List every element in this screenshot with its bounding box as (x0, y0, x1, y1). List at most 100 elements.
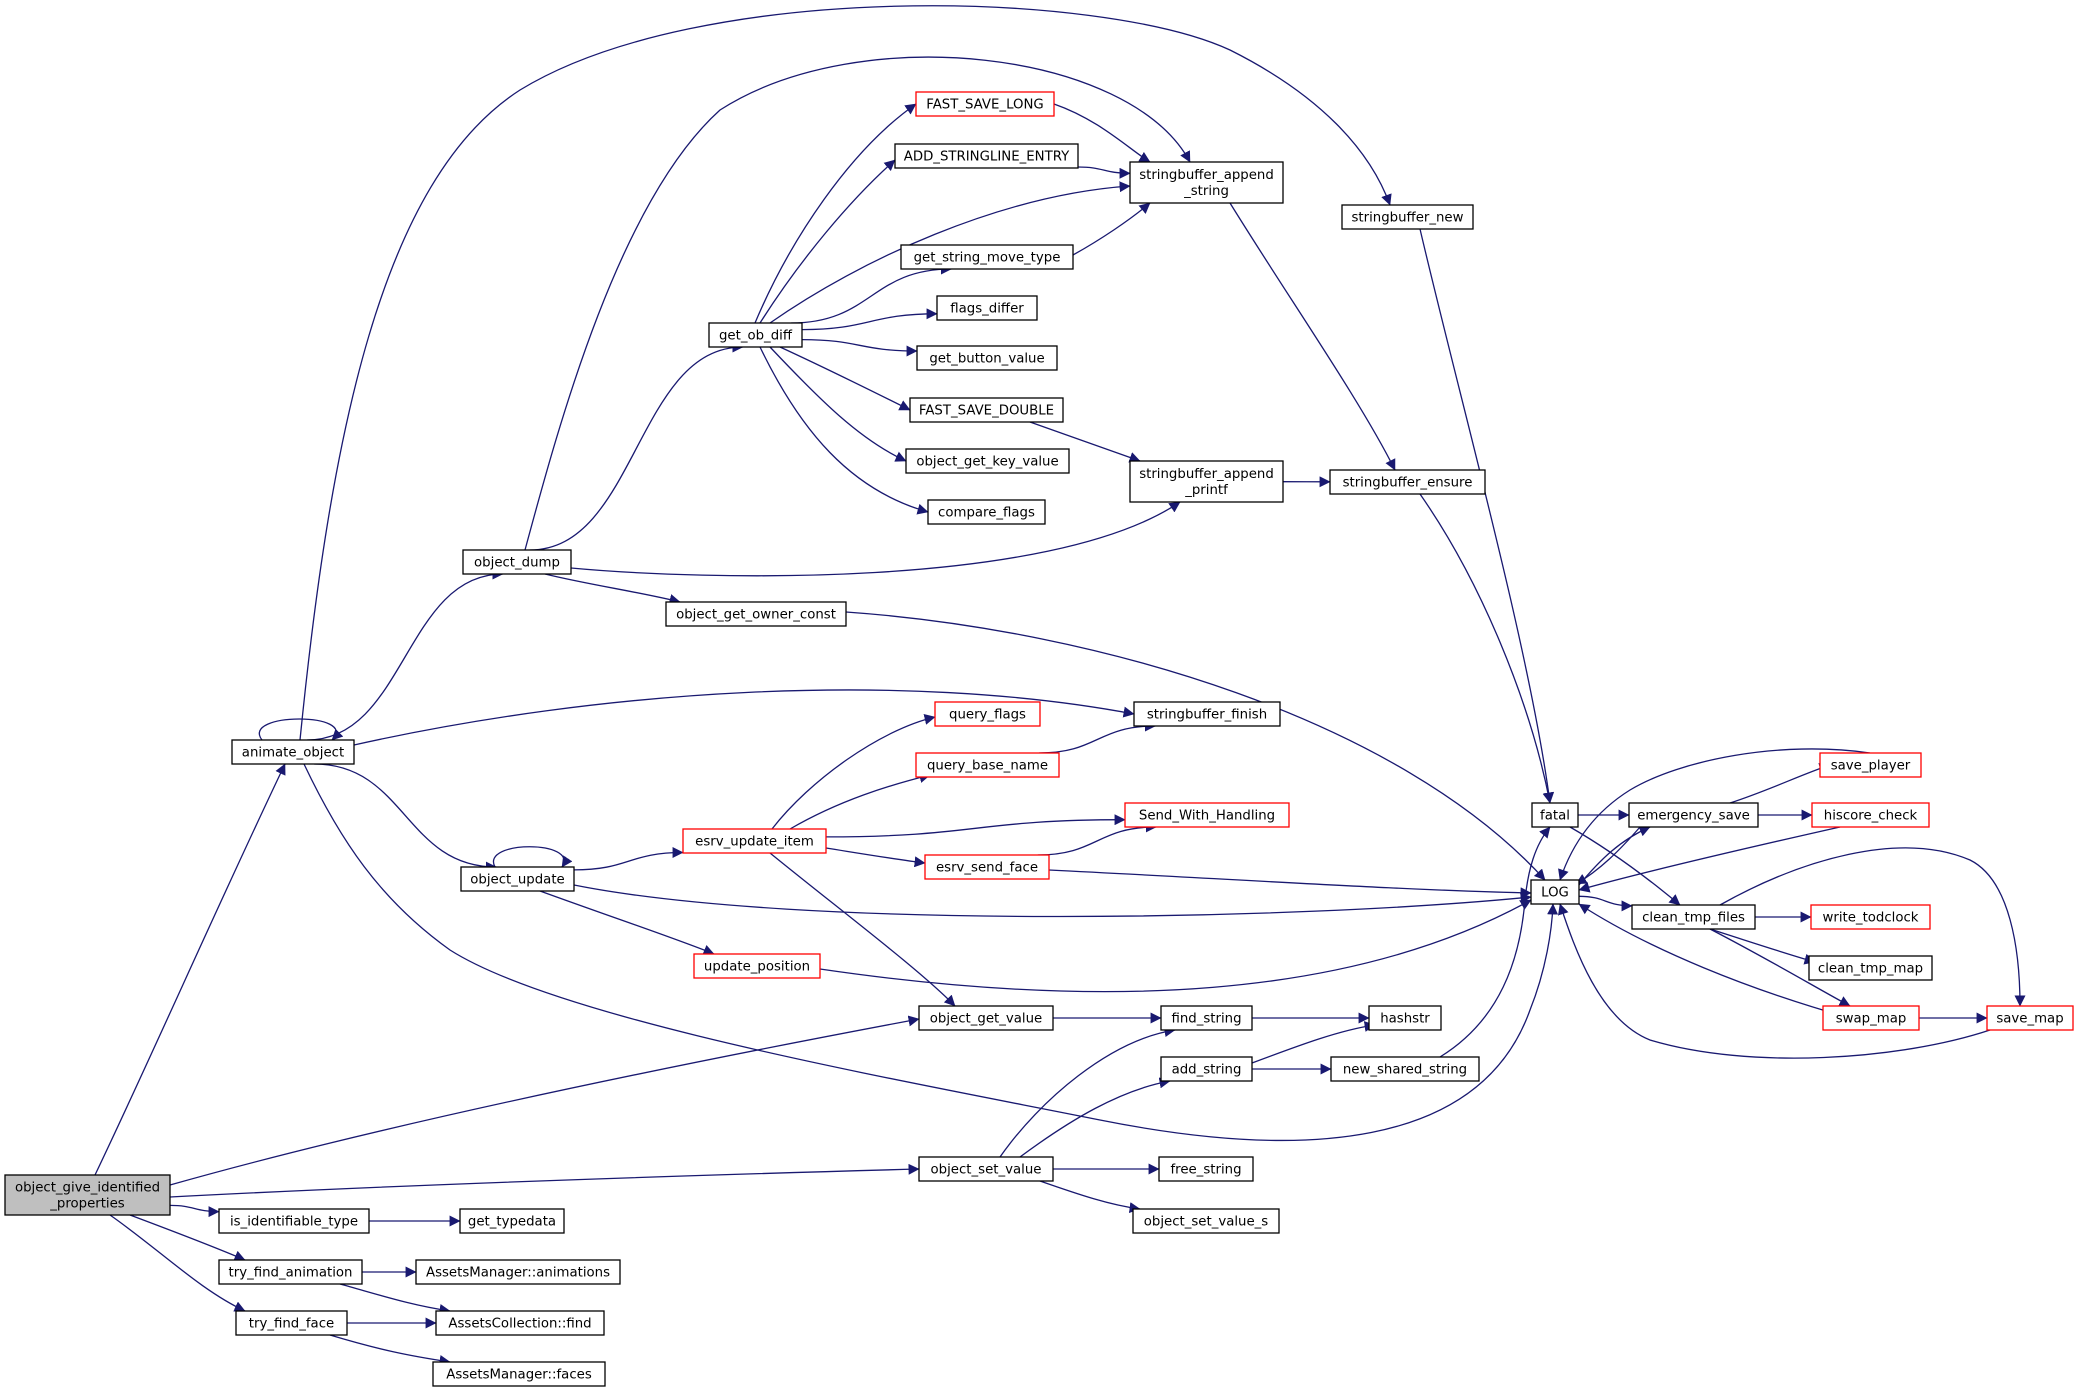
node-free-string[interactable]: free_string (1158, 1156, 1254, 1182)
node-box (924, 854, 1050, 880)
node-box (1368, 1005, 1442, 1031)
node-label: FAST_SAVE_DOUBLE (919, 404, 1054, 419)
node-save-player[interactable]: save_player (1819, 752, 1922, 778)
node-sb-ensure[interactable]: stringbuffer_ensure (1329, 469, 1486, 495)
node-label: get_button_value (929, 352, 1044, 367)
node-label: clean_tmp_map (1818, 962, 1923, 977)
node-label: _properties (49, 1197, 125, 1212)
node-fatal[interactable]: fatal (1531, 802, 1579, 828)
edge-root-to-try_find_face (109, 1214, 246, 1312)
node-label: FAST_SAVE_LONG (926, 98, 1043, 113)
node-sb-finish[interactable]: stringbuffer_finish (1133, 701, 1281, 727)
node-write-todclock[interactable]: write_todclock (1810, 904, 1931, 930)
node-query-flags[interactable]: query_flags (934, 701, 1041, 727)
node-get-button-value[interactable]: get_button_value (916, 345, 1058, 371)
node-flags-differ[interactable]: flags_differ (936, 295, 1038, 321)
node-box (708, 322, 803, 348)
node-esrv-update-item[interactable]: esrv_update_item (682, 828, 827, 854)
node-sb-append-string[interactable]: stringbuffer_append_string (1129, 161, 1284, 204)
node-label: query_base_name (927, 759, 1048, 774)
node-new-shared-string[interactable]: new_shared_string (1330, 1056, 1480, 1082)
node-box (1329, 469, 1486, 495)
node-box (693, 953, 821, 979)
edge-object_set_value-to-find_string (999, 1026, 1176, 1158)
node-label: clean_tmp_files (1642, 911, 1745, 926)
edge-swap_map-to-log (1578, 903, 1851, 1019)
edge-clean_tmp_files-to-save_map (1719, 847, 2026, 1007)
node-add-string[interactable]: add_string (1160, 1056, 1253, 1082)
node-label: try_find_face (249, 1317, 334, 1332)
node-get-ob-diff[interactable]: get_ob_diff (708, 322, 803, 348)
node-object-set-value[interactable]: object_set_value (918, 1156, 1054, 1182)
node-compare-flags[interactable]: compare_flags (927, 499, 1046, 525)
node-label: free_string (1170, 1163, 1241, 1178)
node-box (936, 295, 1038, 321)
edge-esrv_update_item-to-esrv_send_face (825, 847, 926, 868)
node-label: hashstr (1380, 1012, 1430, 1027)
node-query-base-name[interactable]: query_base_name (915, 752, 1060, 778)
edge-esrv_update_item-to-send_with_handling (825, 814, 1126, 838)
node-label: update_position (704, 960, 810, 975)
node-hashstr[interactable]: hashstr (1368, 1005, 1442, 1031)
node-box (927, 499, 1046, 525)
node-add-stringline-entry[interactable]: ADD_STRINGLINE_ENTRY (894, 143, 1079, 169)
node-log[interactable]: LOG (1530, 879, 1580, 905)
node-box (459, 1208, 565, 1234)
edge-animate_object-to-sb_finish (353, 689, 1135, 746)
node-box (1811, 802, 1930, 828)
node-object-set-value-s[interactable]: object_set_value_s (1132, 1208, 1280, 1234)
node-label: save_player (1831, 759, 1911, 774)
edge-root-to-animate_object (94, 763, 286, 1176)
node-label: ADD_STRINGLINE_ENTRY (904, 150, 1070, 165)
node-update-position[interactable]: update_position (693, 953, 821, 979)
node-box (231, 739, 355, 765)
node-box (462, 549, 572, 575)
node-hiscore-check[interactable]: hiscore_check (1811, 802, 1930, 828)
edge-animate_object-to-sb_new (299, 5, 1392, 741)
node-am-faces[interactable]: AssetsManager::faces (432, 1361, 606, 1387)
node-animate-object[interactable]: animate_object (231, 739, 355, 765)
node-fast-save-double[interactable]: FAST_SAVE_DOUBLE (909, 397, 1064, 423)
node-get-string-move-type[interactable]: get_string_move_type (900, 244, 1074, 270)
edge-get_ob_diff-to-sb_append_string (769, 181, 1131, 324)
edge-add_stringline_entry-to-sb_append_string (1077, 166, 1131, 179)
node-find-string[interactable]: find_string (1160, 1005, 1253, 1031)
node-ac-find[interactable]: AssetsCollection::find (435, 1310, 605, 1336)
node-object-update[interactable]: object_update (460, 866, 575, 892)
node-label: animate_object (242, 746, 344, 761)
node-try-find-animation[interactable]: try_find_animation (218, 1259, 363, 1285)
node-save-map[interactable]: save_map (1986, 1005, 2074, 1031)
node-emergency-save[interactable]: emergency_save (1628, 802, 1759, 828)
edge-object_dump-to-sb_append_string (524, 56, 1191, 551)
node-box (1341, 204, 1474, 230)
node-label: fatal (1540, 809, 1570, 824)
node-box (1822, 1005, 1920, 1031)
node-sb-append-printf[interactable]: stringbuffer_append_printf (1129, 460, 1284, 503)
node-object-get-key-value[interactable]: object_get_key_value (905, 448, 1070, 474)
node-label: AssetsManager::faces (446, 1368, 592, 1383)
node-label: stringbuffer_new (1352, 211, 1464, 226)
edges-layer (94, 5, 2026, 1366)
node-clean-tmp-files[interactable]: clean_tmp_files (1631, 904, 1756, 930)
edge-hiscore_check-to-log (1578, 826, 1841, 893)
node-is-identifiable-type[interactable]: is_identifiable_type (218, 1208, 370, 1234)
node-box (432, 1361, 606, 1387)
edge-get_string_move_type-to-sb_append_string (1072, 202, 1151, 256)
node-label: stringbuffer_finish (1147, 708, 1267, 723)
node-send-with-handling[interactable]: Send_With_Handling (1124, 802, 1290, 828)
node-box (1133, 701, 1281, 727)
node-swap-map[interactable]: swap_map (1822, 1005, 1920, 1031)
edge-get_ob_diff-to-add_stringline_entry (759, 159, 896, 324)
node-object-get-owner-const[interactable]: object_get_owner_const (665, 601, 847, 627)
node-object-dump[interactable]: object_dump (462, 549, 572, 575)
node-clean-tmp-map[interactable]: clean_tmp_map (1808, 955, 1933, 981)
node-fast-save-long[interactable]: FAST_SAVE_LONG (915, 91, 1055, 117)
node-try-find-face[interactable]: try_find_face (235, 1310, 348, 1336)
node-box (4, 1174, 171, 1216)
node-esrv-send-face[interactable]: esrv_send_face (924, 854, 1050, 880)
node-sb-new[interactable]: stringbuffer_new (1341, 204, 1474, 230)
node-am-animations[interactable]: AssetsManager::animations (415, 1259, 621, 1285)
node-object-get-value[interactable]: object_get_value (918, 1005, 1054, 1031)
node-get-typedata[interactable]: get_typedata (459, 1208, 565, 1234)
node-root[interactable]: object_give_identified_properties (4, 1174, 171, 1216)
